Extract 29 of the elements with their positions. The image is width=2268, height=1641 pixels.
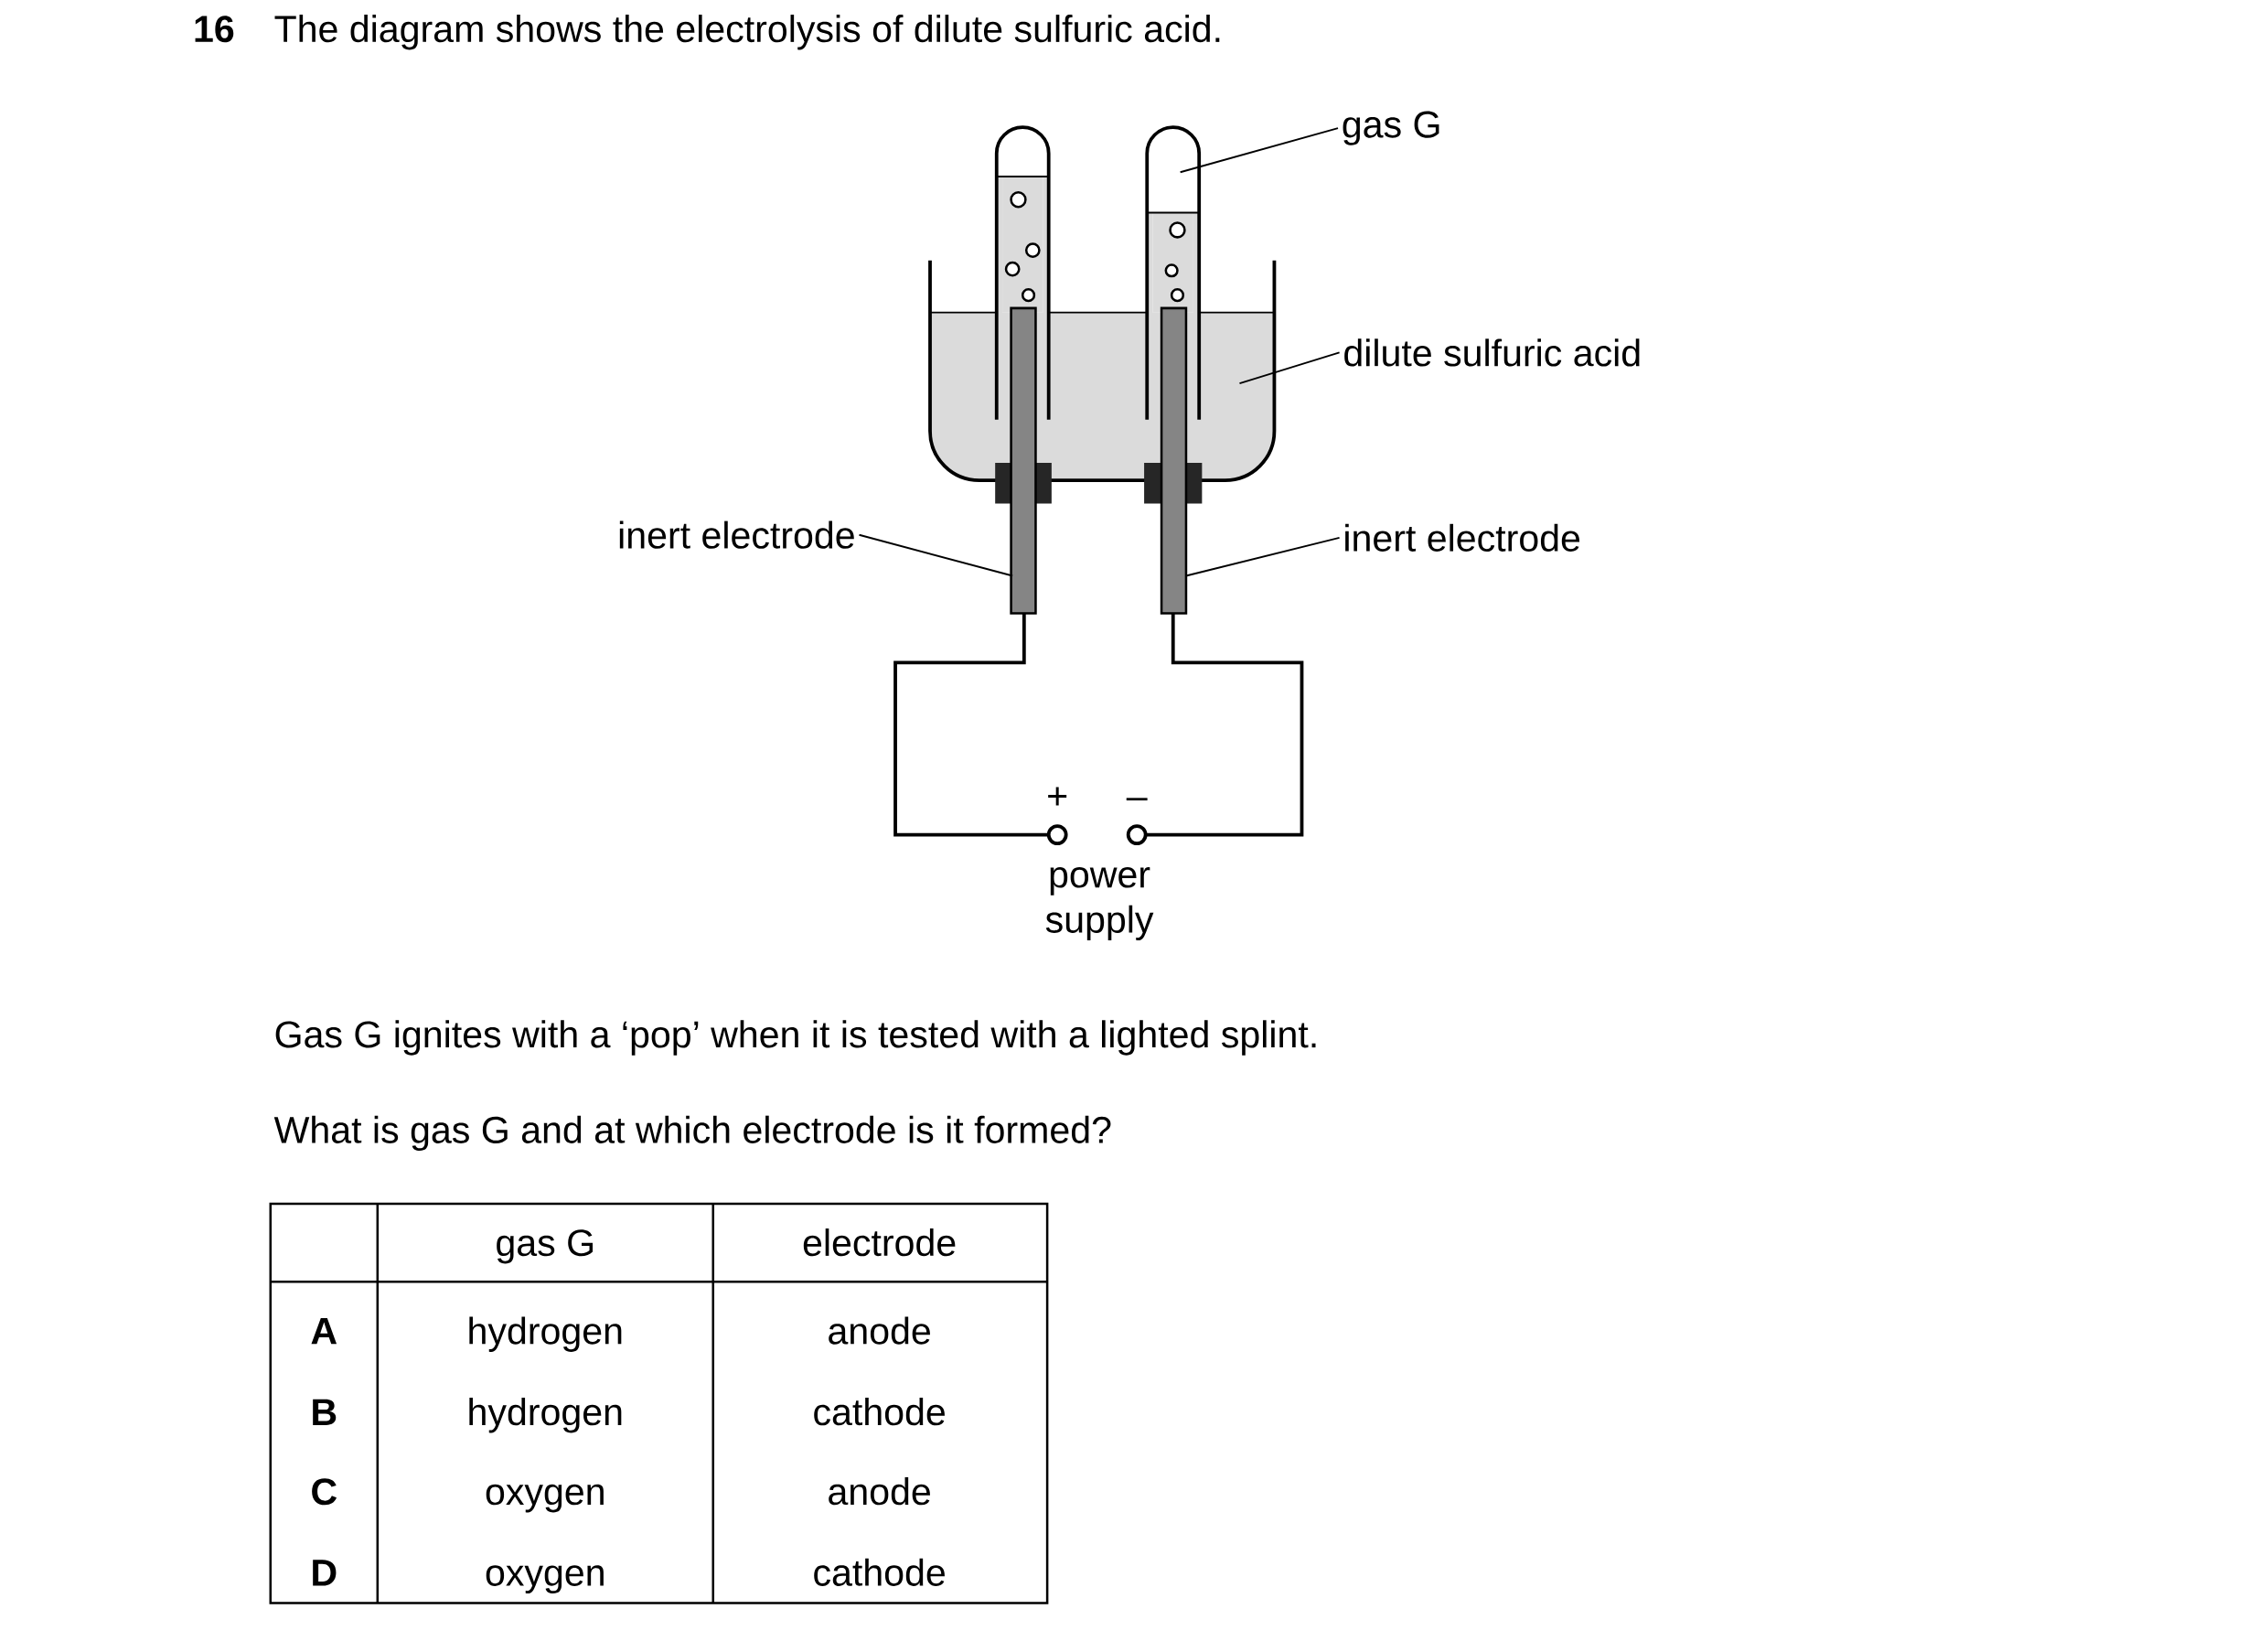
question-text: Gas G ignites with a ‘pop’ when it is tested with a lighted splint. [275,1020,1316,1056]
table-entry: anode [829,1477,930,1506]
table-entry: cathode [814,1558,945,1587]
terminal-sign: + [1048,787,1067,806]
option-letter: D [313,1560,337,1586]
table-entry: hydrogen [469,1316,622,1353]
callout-label: inert electrode [619,520,854,550]
callout-label: gas G [1343,111,1439,145]
question-number: 16 [195,16,234,43]
column-header: electrode [803,1228,956,1257]
column-header: gas G [497,1229,594,1264]
option-letter: B [313,1399,337,1426]
callout-label: dilute sulfuric acid [1344,338,1640,367]
table-entry: cathode [814,1398,945,1426]
leader-line [1179,127,1339,174]
terminal-sign: – [1126,798,1148,801]
leader-line [1238,351,1341,385]
table-entry: hydrogen [469,1398,622,1433]
leader-line [858,534,1014,577]
question-text: The diagram shows the electrolysis of dilute sulfuric acid. [274,15,1220,50]
table-entry: anode [829,1316,930,1345]
table-entry: oxygen [486,1565,604,1594]
option-letter: C [312,1478,337,1506]
caption-label: power supply [1045,867,1154,941]
callout-label: inert electrode [1345,524,1580,552]
question-text: What is gas G and at which electrode is it formed? [273,1115,1111,1152]
option-letter: A [311,1318,337,1345]
leader-line [1185,537,1341,577]
table-entry: oxygen [486,1485,604,1513]
